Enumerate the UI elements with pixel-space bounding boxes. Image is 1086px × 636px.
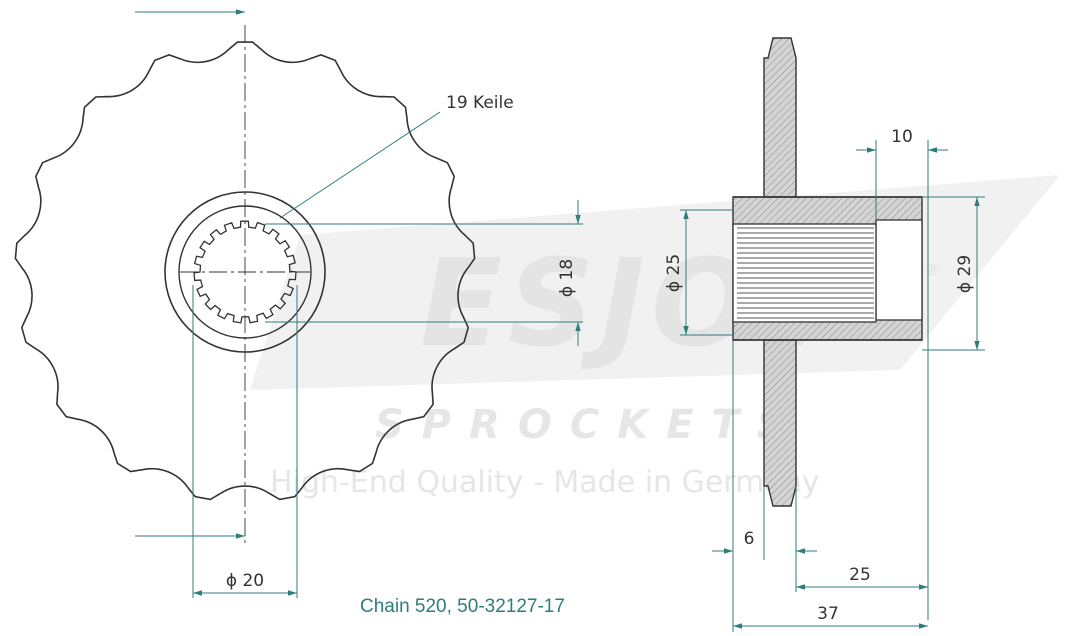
- part-caption: Chain 520, 50-32127-17: [360, 596, 565, 617]
- d18-label: ϕ 18: [557, 259, 577, 297]
- d25-value: 25: [664, 254, 684, 276]
- tooth-section-bottom: [763, 339, 797, 507]
- d20-value: 20: [242, 571, 264, 591]
- d25-label: ϕ 25: [664, 254, 684, 292]
- phi-symbol: ϕ: [955, 282, 975, 293]
- phi-symbol: ϕ: [664, 281, 684, 292]
- watermark-reg: ®: [925, 260, 941, 279]
- watermark-sub: SPROCKETS: [375, 402, 804, 448]
- sprocket-side-section: [732, 37, 923, 507]
- tooth-section-top: [763, 37, 797, 198]
- w37-label: 37: [817, 604, 839, 624]
- d18-value: 18: [557, 259, 577, 281]
- keys-label: 19 Keile: [446, 93, 514, 113]
- hub-recess: [875, 219, 923, 321]
- w10-label: 10: [891, 127, 913, 147]
- d29-value: 29: [955, 255, 975, 277]
- front-view-dimensions: [135, 9, 583, 598]
- sprocket-front-view: [14, 25, 476, 545]
- w6-label: 6: [744, 529, 755, 549]
- keys-leader: [279, 111, 441, 219]
- spline-bore: [193, 220, 297, 324]
- w25-label: 25: [849, 565, 871, 585]
- spline-teeth-lines: [737, 227, 874, 319]
- side-view-dimensions: [680, 140, 985, 632]
- sprocket-outline: [14, 41, 476, 501]
- d29-label: ϕ 29: [955, 255, 975, 293]
- phi-symbol: ϕ: [557, 286, 577, 297]
- phi-symbol: ϕ: [226, 571, 237, 591]
- d20-label: ϕ 20: [226, 571, 264, 591]
